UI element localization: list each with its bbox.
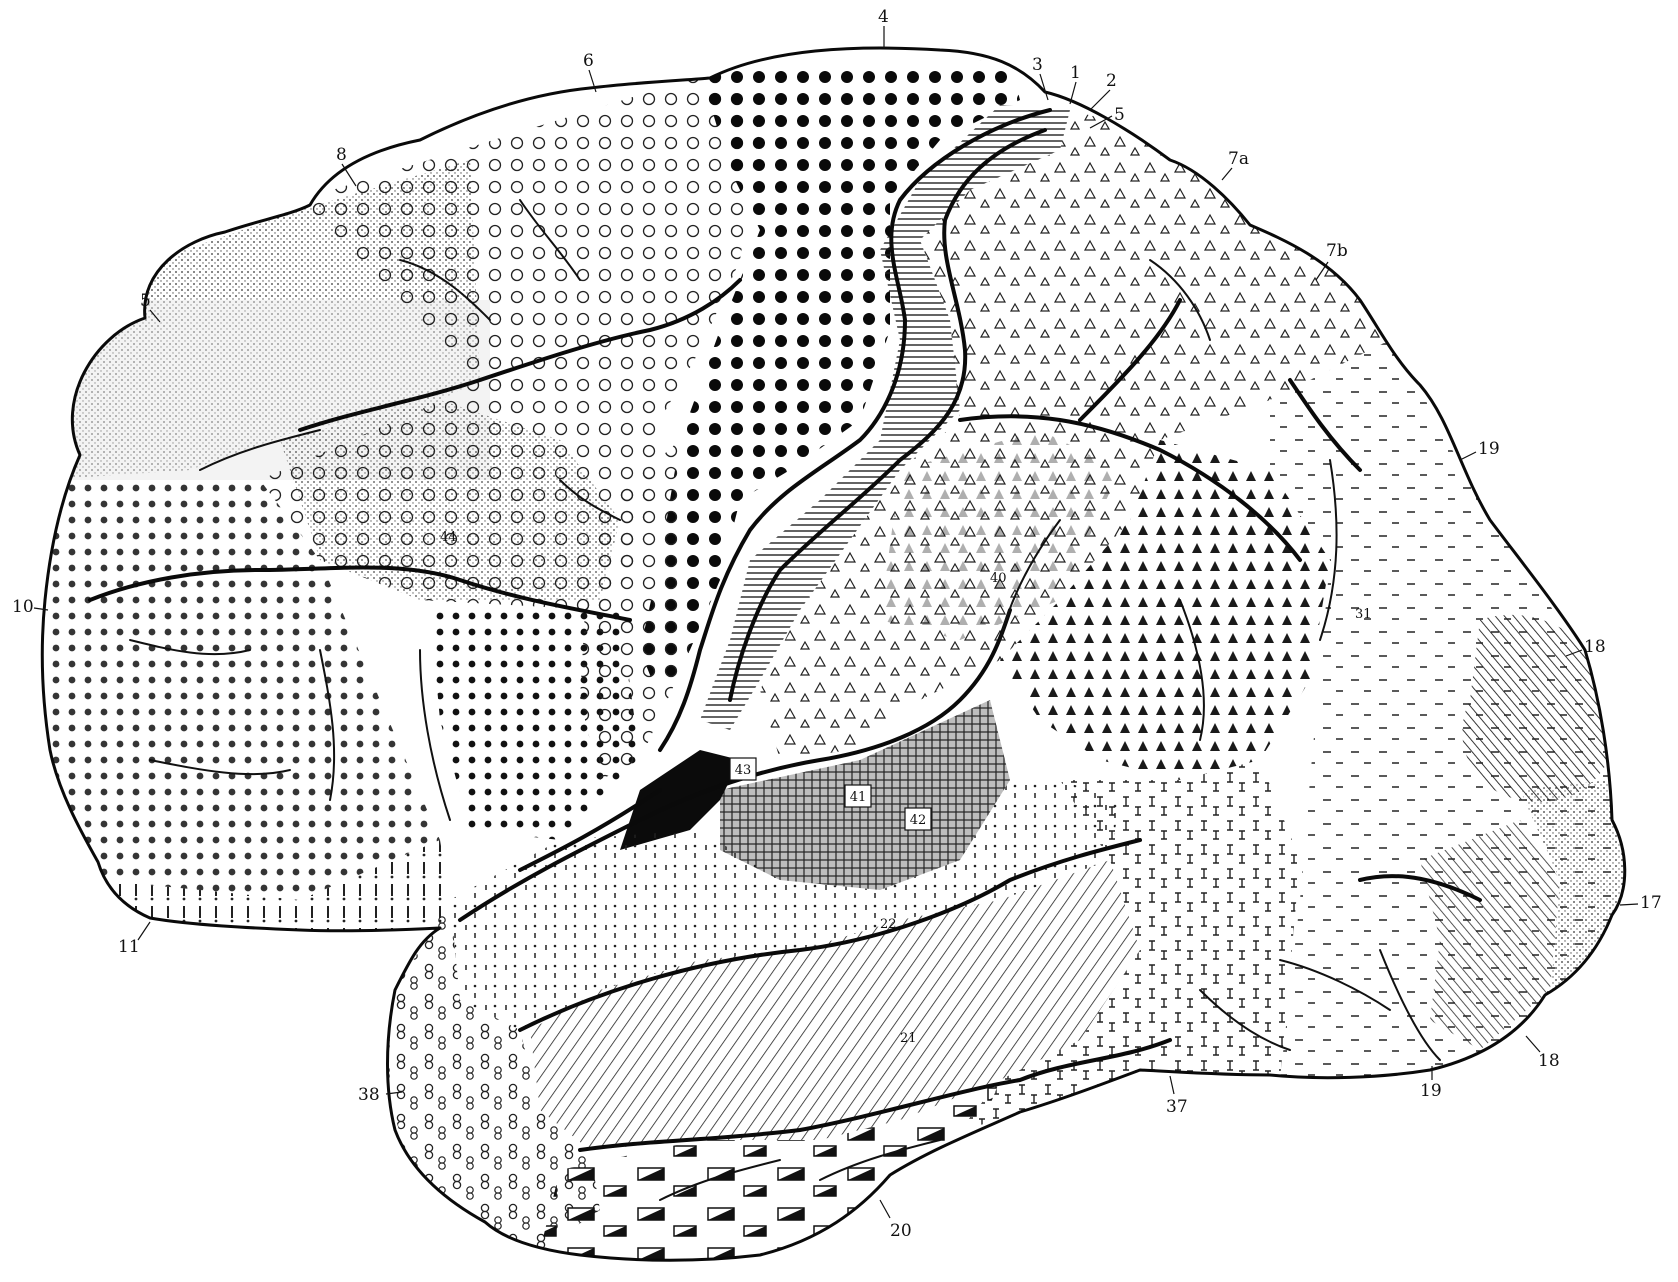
area-41-box: 41: [845, 785, 871, 807]
area-43-box: 43: [730, 758, 756, 780]
label-11: 11: [118, 937, 140, 957]
label-5b: 5: [1114, 105, 1125, 125]
label-3: 3: [1032, 55, 1043, 75]
area-18-lower-region: [1420, 820, 1560, 1050]
label-43-inner: 43: [735, 763, 752, 778]
label-19b: 19: [1420, 1081, 1442, 1101]
label-2: 2: [1106, 71, 1117, 91]
label-7a: 7a: [1228, 149, 1249, 169]
label-31-inner: 31: [1355, 607, 1372, 622]
label-22-inner: 22: [880, 917, 897, 932]
label-7b: 7b: [1326, 241, 1348, 261]
label-19: 19: [1478, 439, 1500, 459]
label-10: 10: [12, 597, 34, 617]
label-37: 37: [1166, 1097, 1188, 1117]
label-20-text: 20: [890, 1221, 912, 1241]
area-42-box: 42: [905, 808, 931, 830]
label-4: 4: [878, 7, 889, 27]
label-1: 1: [1070, 63, 1081, 83]
label-41-inner: 41: [850, 790, 867, 805]
label-18: 18: [1584, 637, 1606, 657]
label-17: 17: [1640, 893, 1662, 913]
label-38: 38: [358, 1085, 380, 1105]
label-21-inner: 21: [900, 1031, 917, 1046]
label-18b: 18: [1538, 1051, 1560, 1071]
label-44-inner-b: 44: [440, 530, 457, 545]
label-42-inner: 42: [910, 813, 927, 828]
label-8: 8: [336, 145, 347, 165]
label-40-inner: 40: [990, 571, 1007, 586]
label-5: 5: [140, 291, 151, 311]
label-6: 6: [583, 51, 594, 71]
